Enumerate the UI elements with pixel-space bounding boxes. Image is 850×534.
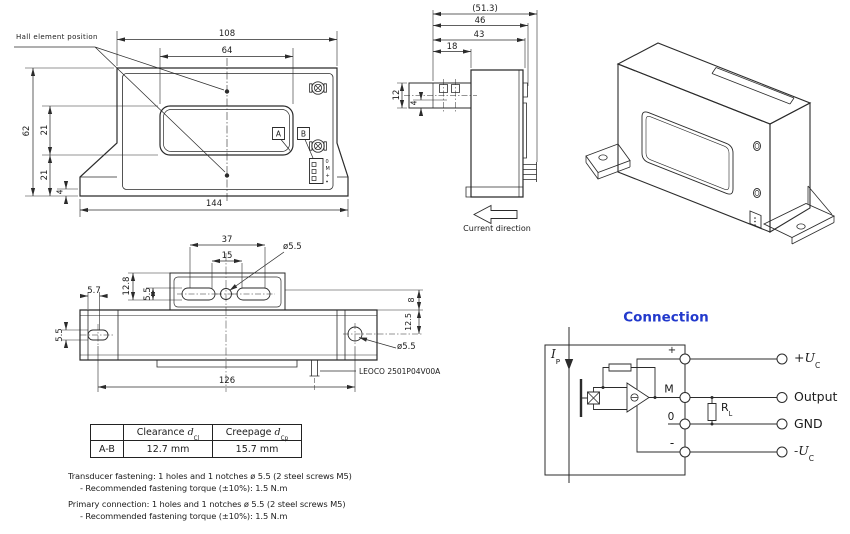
clearance-sub: Cl — [193, 435, 200, 442]
isometric-view — [586, 43, 834, 244]
feedback-resistor — [609, 364, 631, 371]
pin-label-plus: + — [325, 173, 330, 179]
load-resistor-label: RL — [721, 401, 732, 417]
dim-12: 12 — [391, 89, 402, 101]
dim-4-front: 4 — [55, 189, 65, 195]
note-transducer-torque: - Recommended fastening torque (±10%): 1… — [80, 483, 288, 493]
dim-8: 8 — [407, 297, 416, 303]
dim-62: 62 — [21, 125, 32, 137]
side-extension-lines — [397, 10, 537, 162]
table-row-label: A-B — [90, 440, 124, 458]
dim-513: (51.3) — [472, 3, 498, 14]
output-connector — [310, 159, 328, 184]
front-view — [14, 31, 348, 217]
terminal-zero-label: 0 — [667, 410, 675, 423]
pin-label-m: M — [325, 166, 330, 172]
dim-108: 108 — [218, 28, 236, 39]
dim-15: 15 — [221, 250, 233, 261]
uc-plus-base: +U — [794, 350, 816, 365]
clearance-header: Clearance dCl — [123, 424, 213, 442]
uc-plus-sub: C — [815, 360, 821, 370]
dim-4-side: 4 — [409, 100, 419, 106]
dim-37: 37 — [221, 234, 233, 245]
creepage-value: 15.7 mm — [212, 440, 302, 458]
hall-element-position-label: Hall element position — [16, 33, 98, 41]
clearance-label: Clearance — [136, 427, 185, 438]
screw-terminal-top — [310, 82, 327, 94]
dim-5-7: 5.7 — [87, 285, 101, 296]
connection-title: Connection — [623, 309, 709, 326]
supply-minus-label: -UC — [794, 443, 814, 462]
uc-minus-sub: C — [808, 453, 815, 463]
uc-minus-base: -U — [794, 443, 809, 458]
dia-5-5-top: ø5.5 — [283, 242, 302, 252]
gnd-label: GND — [794, 415, 823, 431]
point-a-label: A — [275, 128, 282, 138]
ip-base: I — [551, 347, 556, 361]
terminal-circles — [680, 354, 787, 457]
dim-5-5-block: 5.5 — [142, 287, 153, 301]
dim-46: 46 — [474, 15, 486, 26]
dim-5-5-left: 5.5 — [54, 328, 65, 342]
current-direction-arrow — [474, 206, 517, 224]
top-dimension-lines — [63, 242, 422, 390]
dim-126: 126 — [218, 375, 236, 386]
supply-plus-label: +UC — [794, 350, 820, 369]
output-label: Output — [794, 389, 838, 404]
top-view — [62, 242, 423, 392]
current-arrow — [564, 359, 574, 370]
primary-current-label: IP — [551, 347, 560, 365]
note-primary-torque: - Recommended fastening torque (±10%): 1… — [80, 511, 288, 521]
note-primary-connection: Primary connection: 1 holes and 1 notche… — [68, 499, 346, 509]
dim-12-8: 12.8 — [121, 276, 132, 296]
screw-terminal-mid — [310, 140, 327, 152]
terminal-minus-label: - — [669, 436, 675, 450]
dim-18: 18 — [446, 41, 458, 52]
current-direction-label: Current direction — [463, 224, 531, 233]
creepage-sub: Cp — [280, 435, 289, 442]
clearance-creepage-table: Clearance dCl Creepage dCp A-B 12.7 mm 1… — [90, 424, 302, 458]
dim-21b: 21 — [39, 169, 50, 181]
connection-schematic — [545, 327, 787, 483]
terminal-plus-label: + — [667, 345, 677, 356]
dia-5-5-right: ø5.5 — [397, 342, 416, 352]
rl-sub: L — [728, 410, 733, 419]
connector-part-number: LEOCO 2501P04V00A — [359, 366, 441, 376]
dim-64: 64 — [221, 45, 233, 56]
creepage-label: Creepage — [225, 427, 272, 438]
point-b-label: B — [300, 128, 307, 138]
table-corner-cell — [90, 424, 124, 441]
front-dimension-lines — [30, 37, 348, 213]
creepage-header: Creepage dCp — [212, 424, 302, 442]
creepage-symbol: d — [274, 427, 281, 438]
top-extension-lines — [62, 247, 423, 392]
dim-144: 144 — [205, 198, 223, 209]
clearance-symbol: d — [187, 427, 194, 438]
pin-label-0: 0 — [325, 159, 329, 165]
dim-21a: 21 — [39, 124, 50, 136]
hall-element — [588, 392, 600, 404]
terminal-m-label: M — [664, 382, 674, 396]
clearance-value: 12.7 mm — [123, 440, 213, 458]
dim-43: 43 — [473, 29, 485, 40]
rl-base: R — [721, 401, 729, 414]
load-resistor — [708, 404, 716, 421]
ip-sub: P — [555, 356, 561, 366]
note-transducer-fastening: Transducer fastening: 1 holes and 1 notc… — [68, 471, 352, 481]
dim-12-5: 12.5 — [404, 313, 413, 331]
side-dimension-lines — [399, 11, 537, 117]
side-view — [397, 10, 537, 224]
